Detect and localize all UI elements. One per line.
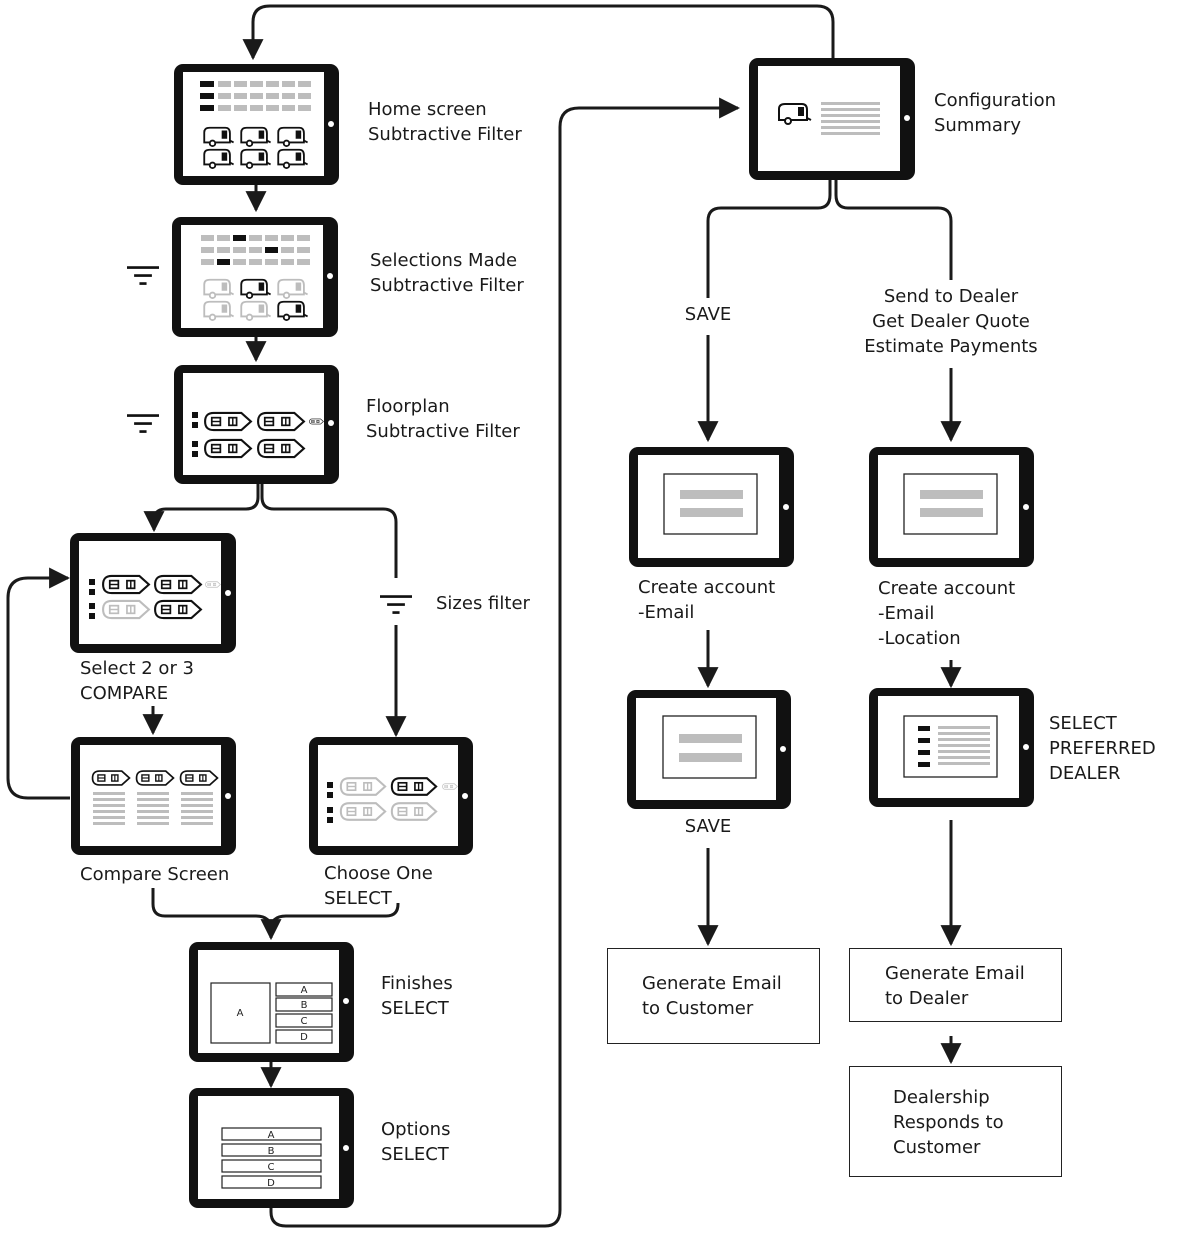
email-dealer-text: Generate Email to Dealer [885, 963, 1025, 1009]
finishes-tablet: A A B C D [189, 942, 354, 1062]
finishes-option: C [301, 1016, 308, 1027]
floorplan-label: Floorplan Subtractive Filter [366, 396, 520, 442]
config-summary-tablet [749, 58, 915, 180]
select-compare-tablet [70, 533, 236, 653]
select-dealer-tablet [869, 688, 1034, 807]
dealer-responds-text: Dealership Responds to Customer [893, 1087, 1004, 1158]
finishes-option: D [300, 1032, 308, 1043]
options-option: B [268, 1146, 275, 1157]
create-account-location-label: Create account -Email -Location [878, 578, 1016, 649]
create-account-email-label: Create account -Email [638, 577, 776, 623]
filter-icon [127, 414, 159, 433]
home-screen-label: Home screen Subtractive Filter [368, 99, 522, 145]
config-summary-label: Configuration Summary [934, 90, 1057, 136]
options-label: Options SELECT [381, 1119, 451, 1165]
choose-one-tablet [309, 737, 473, 855]
finishes-label: Finishes SELECT [381, 973, 453, 1019]
finishes-option: B [301, 1000, 308, 1011]
options-option: D [267, 1178, 275, 1189]
floorplan-screen-tablet [174, 365, 339, 484]
sizes-filter-label: Sizes filter [436, 593, 530, 614]
email-customer-text: Generate Email to Customer [642, 973, 782, 1019]
options-option: C [268, 1162, 275, 1173]
selections-label: Selections Made Subtractive Filter [370, 250, 524, 296]
filter-icon [380, 595, 412, 614]
select-dealer-label: SELECT PREFERRED DEALER [1049, 713, 1156, 784]
choose-one-label: Choose One SELECT [324, 863, 433, 909]
options-tablet: A B C D [189, 1088, 354, 1208]
email-customer-box: Generate Email to Customer [607, 948, 820, 1044]
save-action-label: SAVE [684, 816, 732, 837]
create-account-location-tablet [869, 447, 1034, 567]
email-dealer-box: Generate Email to Dealer [849, 948, 1062, 1022]
select-compare-label: Select 2 or 3 COMPARE [80, 658, 195, 704]
filter-icon [127, 266, 159, 285]
compare-screen-tablet [71, 737, 236, 855]
dealer-responds-box: Dealership Responds to Customer [849, 1066, 1062, 1177]
selections-screen-tablet [172, 217, 338, 337]
finishes-swatch-label: A [237, 1008, 244, 1019]
save-branch-label: SAVE [684, 304, 732, 325]
dealer-branch-label: Send to Dealer Get Dealer Quote Estimate… [864, 286, 1038, 357]
create-account-email-tablet [629, 447, 794, 567]
options-option: A [268, 1130, 275, 1141]
compare-screen-label: Compare Screen [80, 864, 230, 885]
finishes-option: A [301, 985, 308, 996]
save-tablet [627, 690, 791, 809]
home-screen-tablet [174, 64, 339, 185]
